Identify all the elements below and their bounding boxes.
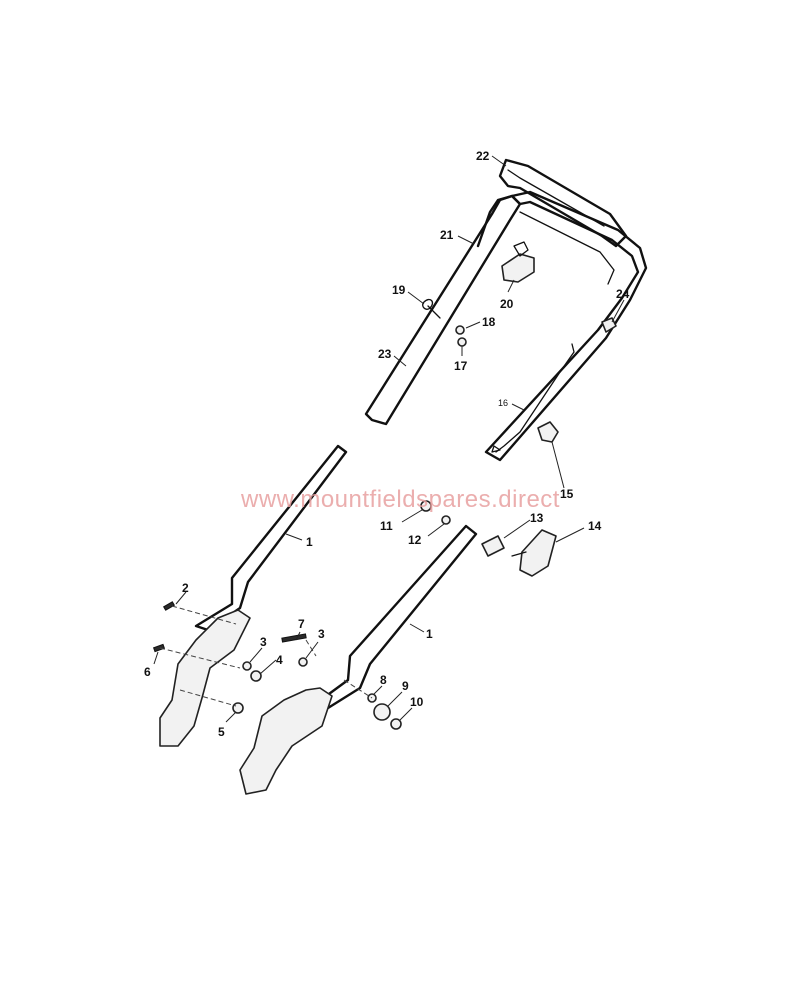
callout-8: 8 bbox=[380, 673, 387, 687]
leader-12 bbox=[427, 523, 445, 537]
engine-cable bbox=[495, 343, 575, 453]
cable-end bbox=[491, 445, 501, 453]
leader-7 bbox=[295, 631, 301, 641]
cable-clip bbox=[501, 253, 535, 283]
callout-17: 17 bbox=[454, 359, 468, 373]
bail-bar bbox=[498, 158, 628, 248]
callout-20: 20 bbox=[500, 297, 514, 311]
nut-4 bbox=[250, 670, 262, 682]
leader-2 bbox=[175, 591, 187, 605]
lower-handle-left bbox=[194, 444, 348, 632]
assembly-line-4 bbox=[305, 639, 317, 657]
leader-18 bbox=[465, 321, 481, 329]
assembly-line-5 bbox=[343, 679, 373, 699]
leader-15 bbox=[551, 441, 565, 489]
leader-22 bbox=[491, 155, 507, 167]
leader-13 bbox=[503, 519, 531, 539]
leader-4 bbox=[259, 659, 277, 675]
callout-19: 19 bbox=[392, 283, 406, 297]
leader-10 bbox=[399, 707, 413, 721]
callout-16: 16 bbox=[498, 398, 508, 408]
leader-1b bbox=[409, 623, 425, 633]
nut-11 bbox=[420, 500, 432, 512]
lever-pivot bbox=[481, 535, 505, 557]
callout-1a: 1 bbox=[306, 535, 313, 549]
nut-17 bbox=[457, 337, 467, 347]
leader-3a bbox=[249, 647, 263, 663]
washer-3a bbox=[242, 661, 252, 671]
washer-3b bbox=[298, 657, 308, 667]
left-handle-bracket bbox=[159, 609, 251, 747]
callout-24: 24 bbox=[616, 287, 630, 301]
leader-20 bbox=[507, 279, 515, 293]
assembly-line-2 bbox=[159, 647, 241, 669]
leader-21 bbox=[457, 235, 475, 245]
callout-13: 13 bbox=[530, 511, 544, 525]
leader-6 bbox=[153, 651, 159, 665]
callout-23: 23 bbox=[378, 347, 392, 361]
callout-6: 6 bbox=[144, 665, 151, 679]
bolt-2 bbox=[162, 601, 176, 611]
callout-2: 2 bbox=[182, 581, 189, 595]
handle-knob bbox=[537, 421, 559, 443]
leader-5 bbox=[225, 711, 237, 723]
assembly-line-1 bbox=[171, 605, 237, 625]
wire-bracket bbox=[476, 194, 514, 248]
callout-21: 21 bbox=[440, 228, 454, 242]
callout-1b: 1 bbox=[426, 627, 433, 641]
callout-10: 10 bbox=[410, 695, 424, 709]
lower-handle-right bbox=[316, 524, 478, 710]
leader-11 bbox=[401, 509, 423, 523]
leader-9 bbox=[387, 691, 403, 707]
leader-24 bbox=[611, 299, 625, 323]
drive-lever bbox=[519, 529, 557, 577]
right-handle-bracket bbox=[239, 687, 333, 795]
callout-3b: 3 bbox=[318, 627, 325, 641]
callout-5: 5 bbox=[218, 725, 225, 739]
callout-14: 14 bbox=[588, 519, 602, 533]
assembly-line-3 bbox=[179, 689, 237, 707]
bolt-6 bbox=[152, 643, 166, 653]
leader-1a bbox=[285, 533, 303, 541]
callout-4: 4 bbox=[276, 653, 283, 667]
leader-16 bbox=[511, 403, 525, 411]
callout-18: 18 bbox=[482, 315, 496, 329]
leader-3b bbox=[305, 641, 319, 659]
bolt-7 bbox=[281, 633, 307, 643]
cable-clip-tab bbox=[513, 241, 529, 257]
callout-15: 15 bbox=[560, 487, 574, 501]
leader-14 bbox=[555, 527, 585, 543]
washer-12 bbox=[441, 515, 451, 525]
bail-bar-inner-line bbox=[507, 169, 605, 227]
washer-18 bbox=[455, 325, 465, 335]
callout-12: 12 bbox=[408, 533, 422, 547]
spring-clip bbox=[422, 298, 441, 319]
watermark-text: www.mountfieldspares.direct bbox=[240, 486, 560, 513]
nut-10 bbox=[390, 718, 402, 730]
callout-7: 7 bbox=[298, 617, 305, 631]
lever-pin bbox=[511, 551, 527, 557]
callout-11: 11 bbox=[380, 519, 393, 533]
callout-3a: 3 bbox=[260, 635, 267, 649]
callout-22: 22 bbox=[476, 149, 490, 163]
upper-handle-inner-line bbox=[519, 211, 615, 285]
callout-9: 9 bbox=[402, 679, 409, 693]
leader-23 bbox=[393, 355, 407, 367]
nut-5 bbox=[232, 702, 244, 714]
leader-19 bbox=[407, 291, 425, 305]
leader-8 bbox=[373, 685, 383, 695]
knob-9 bbox=[373, 703, 391, 721]
